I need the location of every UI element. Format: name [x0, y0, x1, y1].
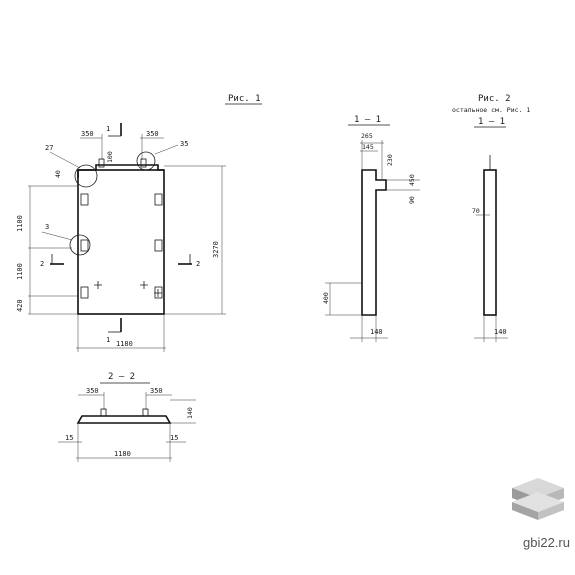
embed-plate	[80, 239, 89, 252]
dim-100: 100	[106, 151, 114, 163]
embed-plate	[154, 193, 163, 206]
dim-70: 70	[472, 207, 480, 215]
fig2-caption: Рис. 2	[478, 94, 511, 104]
lifting-lug-right	[140, 158, 147, 168]
detail-circle-35	[136, 151, 156, 171]
center-cross	[154, 289, 162, 297]
dim-b-350-right: 350	[150, 387, 163, 395]
gbi-logo-icon	[512, 478, 564, 520]
fig2-section-caption: 1 — 1	[478, 117, 505, 127]
dim-top-350-right: 350	[146, 130, 159, 138]
dim-b-1180: 1180	[114, 450, 131, 458]
dim-left-420: 420	[16, 299, 24, 312]
panel-top-rail	[77, 164, 164, 178]
dim-b-15-left: 15	[65, 434, 73, 442]
section-mark-2-right: 2	[196, 260, 200, 268]
lifting-lug-left	[98, 158, 105, 168]
figure-1-elevation: Рис. 1 27 35 3 350 350	[16, 94, 262, 352]
dim-left-1100-bottom: 1100	[16, 263, 24, 280]
site-watermark: gbi22.ru	[523, 535, 570, 550]
callout-3: 3	[45, 223, 49, 231]
fig1-caption: Рис. 1	[228, 94, 261, 104]
dim-b-140: 140	[186, 407, 194, 419]
embed-plate	[80, 286, 89, 299]
lug-left	[100, 408, 107, 417]
fig2-note: остальное см. Рис. 1	[452, 106, 530, 114]
section-mark-1-bottom: 1	[106, 336, 110, 344]
dim-b-15-right: 15	[170, 434, 178, 442]
dim-bottom-1180: 1180	[116, 340, 133, 348]
section-2-2: 2 — 2 350 350 140 15 15 1180	[58, 372, 196, 462]
dim-265: 265	[361, 132, 373, 140]
dim-right-3270: 3270	[212, 241, 220, 258]
section-2-2-profile	[76, 415, 172, 424]
dim-left-1100-top: 1100	[16, 215, 24, 232]
section-1-1: 1 — 1 265 145 230 450 90 400 140	[322, 115, 420, 342]
callout-27: 27	[45, 144, 53, 152]
section-1-1-profile	[361, 169, 387, 316]
figure-2-profile	[483, 169, 497, 316]
center-cross	[140, 281, 148, 289]
dim-left-40: 40	[54, 170, 62, 178]
dim-140: 140	[370, 328, 383, 336]
dim-145: 145	[362, 143, 374, 151]
lug-right	[142, 408, 149, 417]
dim-140-fig2: 140	[494, 328, 507, 336]
dim-90: 90	[408, 196, 416, 204]
section-mark-2-left: 2	[40, 260, 44, 268]
center-cross	[94, 281, 102, 289]
detail-circle-27	[74, 164, 98, 188]
dim-b-350-left: 350	[86, 387, 99, 395]
dim-400: 400	[322, 292, 330, 304]
embed-plate	[154, 239, 163, 252]
dim-450: 450	[408, 174, 416, 186]
panel-outline	[77, 169, 165, 315]
detail-circle-3	[69, 234, 91, 256]
figure-2: Рис. 2 остальное см. Рис. 1 1 — 1 70 140	[452, 94, 530, 342]
embed-plate	[80, 193, 89, 206]
section-mark-1-top: 1	[106, 125, 110, 133]
section-1-1-caption: 1 — 1	[354, 115, 381, 125]
section-2-2-caption: 2 — 2	[108, 372, 135, 382]
dim-top-350-left: 350	[81, 130, 94, 138]
embed-plate	[154, 286, 163, 299]
dim-230: 230	[386, 154, 394, 166]
callout-35: 35	[180, 140, 188, 148]
